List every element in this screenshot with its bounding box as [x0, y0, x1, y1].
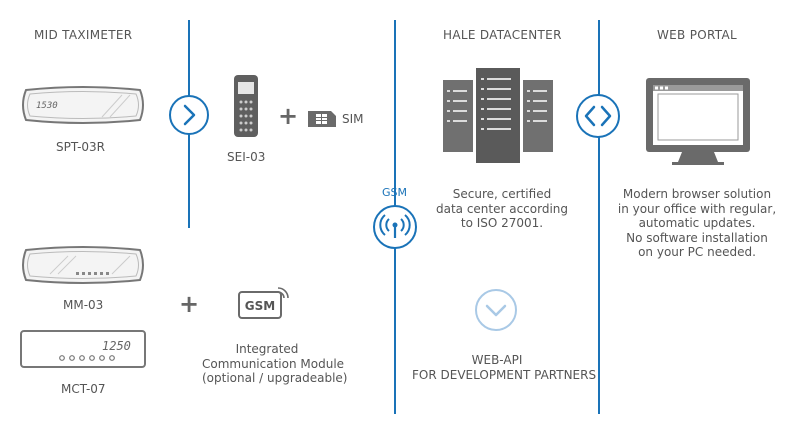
web-portal-heading: WEB PORTAL — [657, 28, 737, 42]
web-api-line2: FOR DEVELOPMENT PARTNERS — [412, 367, 597, 382]
mct-label: MCT-07 — [61, 382, 106, 396]
chevron-down-icon[interactable] — [474, 288, 518, 332]
portal-line1: Modern browser solution — [622, 187, 772, 201]
gsm-module-description: Integrated Communication Module (optiona… — [202, 342, 348, 386]
gsm-module-line2: Communication Module — [202, 356, 345, 371]
spt-display: 1530 — [36, 101, 58, 111]
web-api-description: WEB-API FOR DEVELOPMENT PARTNERS — [412, 353, 597, 382]
chevron-right-icon[interactable] — [168, 94, 210, 136]
mid-taximeter-heading: MID TAXIMETER — [34, 28, 133, 42]
code-brackets-icon[interactable] — [574, 92, 622, 140]
plus-sign-gsm: + — [179, 290, 200, 318]
datacenter-line3: to ISO 27001. — [460, 216, 544, 230]
hale-datacenter-heading: HALE DATACENTER — [443, 28, 562, 42]
spt-mirror-device: 1530 — [22, 86, 144, 124]
portal-line2: in your office with regular, — [617, 201, 777, 216]
portal-line5: on your PC needed. — [638, 245, 756, 259]
datacenter-line2: data center according — [435, 201, 569, 216]
gsm-module-line1: Integrated — [235, 342, 299, 356]
spt-label: SPT-03R — [56, 140, 106, 154]
server-rack-icon — [443, 68, 553, 163]
mct-device: 1250 — [20, 330, 146, 368]
portal-description: Modern browser solution in your office w… — [612, 187, 782, 260]
gsm-chip-text: GSM — [245, 299, 275, 313]
gsm-link-label: GSM — [382, 186, 407, 199]
sei-device — [234, 75, 258, 137]
sim-label: SIM — [342, 112, 364, 126]
divider-line-3 — [598, 20, 600, 414]
mm-label: MM-03 — [63, 298, 104, 312]
datacenter-description: Secure, certified data center according … — [432, 187, 572, 231]
monitor-icon — [646, 78, 750, 165]
datacenter-line1: Secure, certified — [452, 187, 552, 201]
gsm-module-line3: (optional / upgradeable) — [202, 371, 348, 385]
mm-mirror-device — [22, 246, 144, 284]
sim-card-icon — [308, 111, 336, 127]
antenna-signal-icon[interactable] — [372, 204, 418, 250]
sei-label: SEI-03 — [227, 150, 266, 164]
web-api-line1: WEB-API — [471, 353, 523, 367]
portal-line4: No software installation — [626, 230, 768, 245]
mct-display: 1250 — [102, 339, 131, 353]
plus-sign-sim: + — [278, 102, 299, 130]
gsm-chip-icon: GSM — [238, 287, 289, 319]
portal-line3: automatic updates. — [638, 216, 756, 230]
